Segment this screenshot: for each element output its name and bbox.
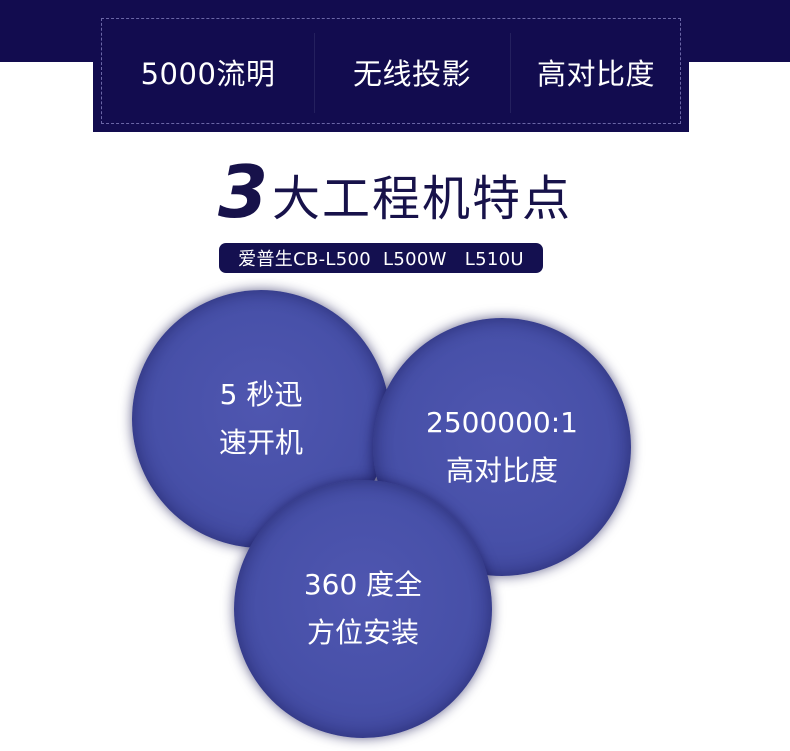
model-badge: 爱普生CB-L500 L500W L510U xyxy=(219,243,543,273)
feature-bar: 5000流明 无线投影 高对比度 xyxy=(93,10,689,132)
feature-divider xyxy=(314,33,315,113)
circle-line: 方位安装 xyxy=(306,616,419,649)
headline-text: 大工程机特点 xyxy=(272,171,573,227)
feature-brightness: 5000流明 xyxy=(140,57,276,91)
circle-line: 5 秒迅 xyxy=(219,378,303,411)
headline-number: 3 xyxy=(217,150,269,234)
circle-line: 速开机 xyxy=(218,426,303,459)
feature-bar-dashed-frame: 5000流明 无线投影 高对比度 xyxy=(101,18,681,124)
feature-circle-360-install: 360 度全 方位安装 xyxy=(234,480,492,738)
page-headline: 3大工程机特点 xyxy=(0,150,790,234)
circle-line: 高对比度 xyxy=(445,454,558,487)
feature-high-contrast: 高对比度 xyxy=(536,57,655,91)
feature-wireless-projection: 无线投影 xyxy=(352,57,471,91)
feature-divider xyxy=(510,33,511,113)
circle-line: 360 度全 xyxy=(303,568,423,601)
circle-line: 2500000:1 xyxy=(426,406,578,439)
